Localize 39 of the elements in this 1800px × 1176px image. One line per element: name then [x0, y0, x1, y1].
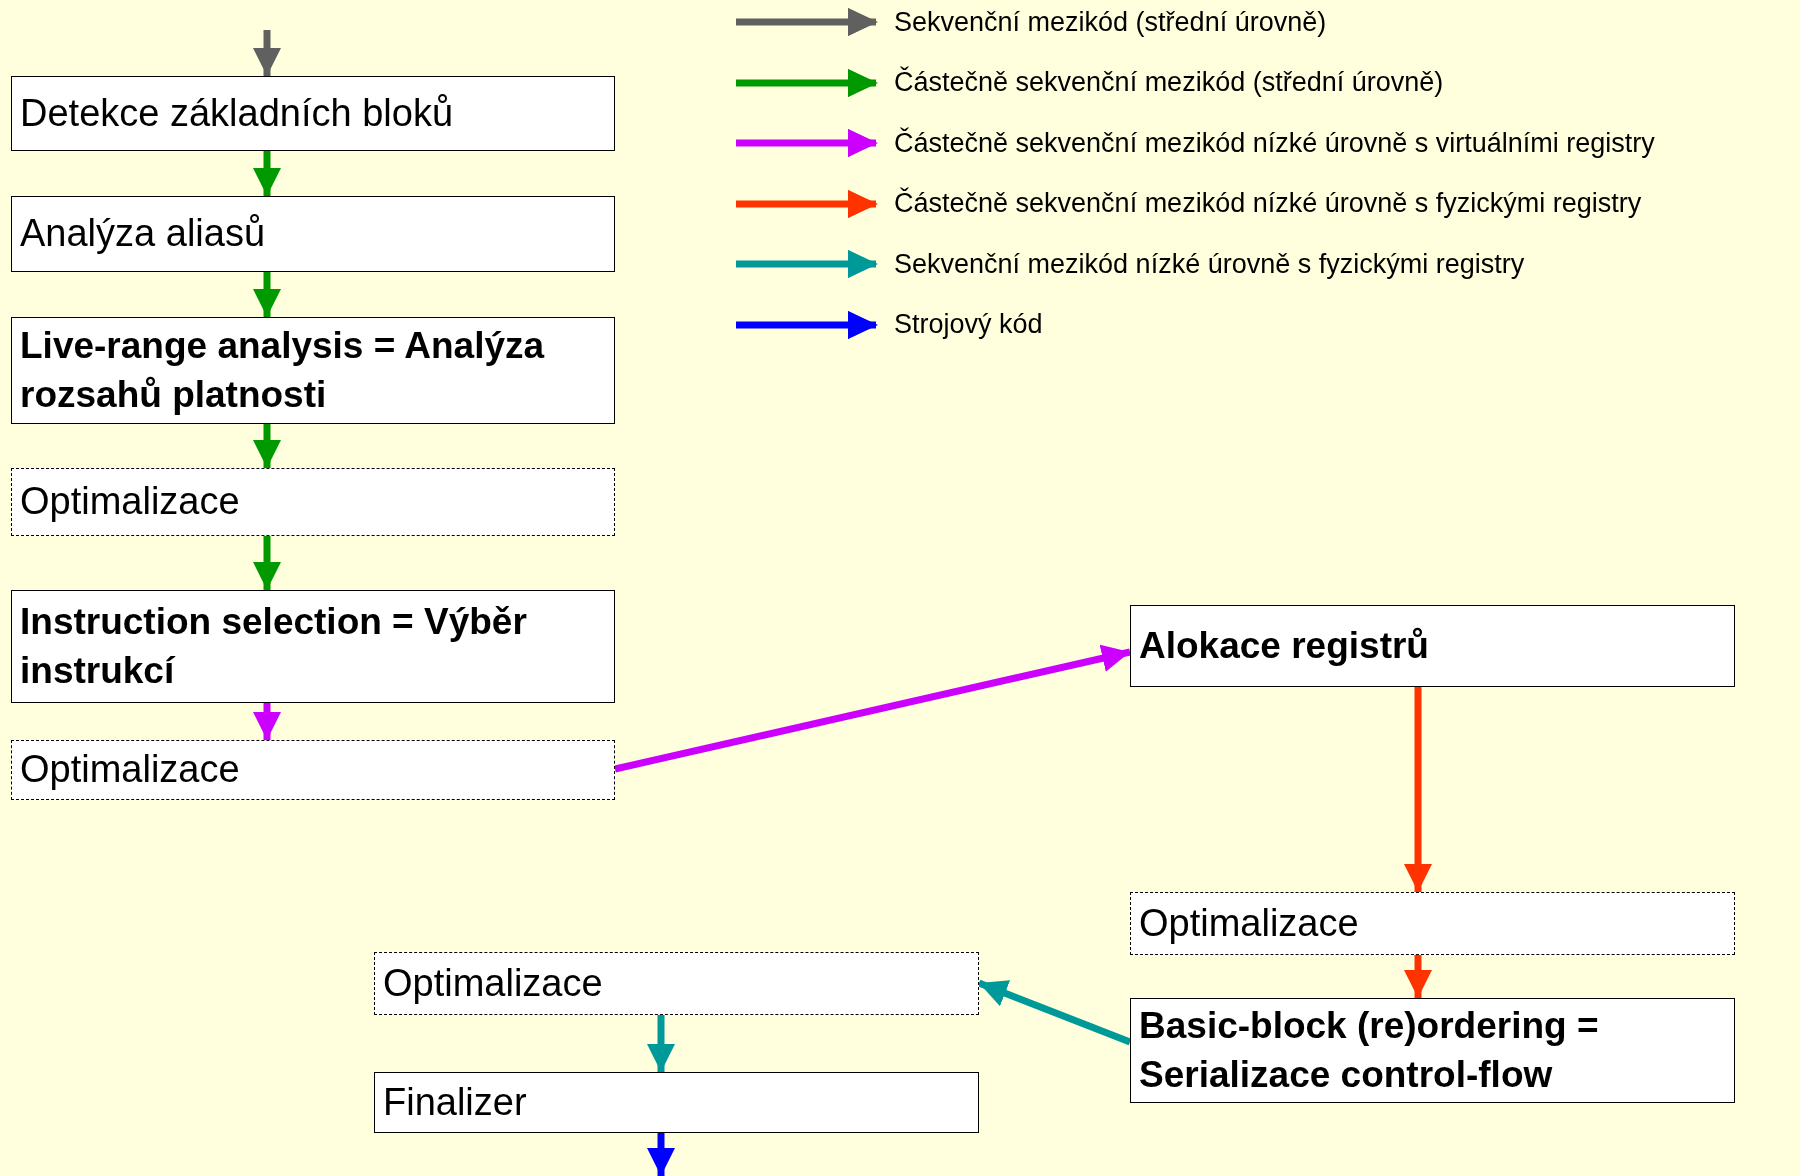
box-label: Basic-block (re)ordering = Serializace control-flow	[1139, 1004, 1600, 1097]
process-box	[374, 1072, 979, 1133]
arrow	[977, 979, 1132, 1046]
process-box	[11, 468, 615, 536]
arrow	[647, 1133, 675, 1176]
legend-label: Sekvenční mezikód (střední úrovně)	[894, 6, 1327, 38]
process-box	[11, 590, 615, 703]
box-label: Live-range analysis = Analýza rozsahů platnosti	[20, 324, 546, 417]
arrow	[253, 424, 281, 468]
arrow	[253, 151, 281, 196]
box-label: Optimalizace	[1139, 900, 1359, 946]
legend-label: Částečně sekvenční mezikód nízké úrovně s virtuálními registry	[894, 127, 1655, 159]
legend-label: Strojový kód	[894, 309, 1043, 340]
arrow	[1404, 955, 1432, 998]
arrow	[253, 536, 281, 590]
process-box	[11, 317, 615, 424]
arrow	[614, 644, 1131, 773]
process-box	[1130, 998, 1735, 1103]
box-label: Optimalizace	[20, 747, 240, 793]
process-box	[11, 76, 615, 151]
legend-label: Sekvenční mezikód nízké úrovně s fyzickými registry	[894, 248, 1525, 280]
box-label: Finalizer	[383, 1079, 527, 1125]
arrow	[1404, 687, 1432, 892]
legend-label: Částečně sekvenční mezikód nízké úrovně s fyzickými registry	[894, 188, 1642, 219]
arrow	[647, 1015, 675, 1072]
box-label: Optimalizace	[20, 479, 240, 525]
box-label: Alokace registrů	[1139, 623, 1429, 668]
process-box	[11, 740, 615, 800]
process-box	[11, 196, 615, 272]
box-label: Optimalizace	[383, 960, 603, 1006]
box-label: Instruction selection = Výběr instrukcí	[20, 600, 528, 693]
process-box	[1130, 605, 1735, 687]
process-box	[374, 952, 979, 1015]
process-box	[1130, 892, 1735, 955]
box-label: Detekce základních bloků	[20, 90, 454, 136]
box-label: Analýza aliasů	[20, 211, 266, 257]
legend-label: Částečně sekvenční mezikód (střední úrovně)	[894, 67, 1444, 98]
arrow	[253, 703, 281, 740]
arrow	[253, 272, 281, 317]
